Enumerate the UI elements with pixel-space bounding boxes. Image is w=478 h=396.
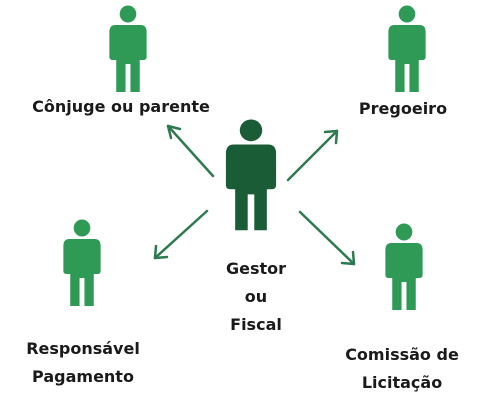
label-top-left: Cônjuge ou parente: [32, 97, 210, 116]
person-icon-bottom-left: [63, 219, 101, 306]
person-icon-top-right: [388, 5, 426, 92]
arrow-to-bottom-right: [298, 210, 356, 266]
arrow-to-bottom-left: [153, 209, 209, 260]
person-icon-center: [225, 119, 277, 231]
person-icon-top-left: [109, 5, 147, 92]
label-bottom-left-line-1: Responsável: [26, 339, 140, 358]
person-icon-bottom-right: [385, 223, 423, 310]
label-center-line-3: Fiscal: [230, 315, 282, 334]
label-center-line-2: ou: [245, 287, 267, 306]
label-bottom-right-line-2: Licitação: [362, 373, 442, 392]
label-bottom-left-line-2: Pagamento: [32, 367, 134, 386]
arrow-to-top-right: [286, 129, 339, 182]
label-top-right: Pregoeiro: [359, 99, 447, 118]
arrow-to-top-left: [166, 124, 215, 178]
label-center-line-1: Gestor: [226, 259, 286, 278]
label-bottom-right-line-1: Comissão de: [345, 345, 459, 364]
